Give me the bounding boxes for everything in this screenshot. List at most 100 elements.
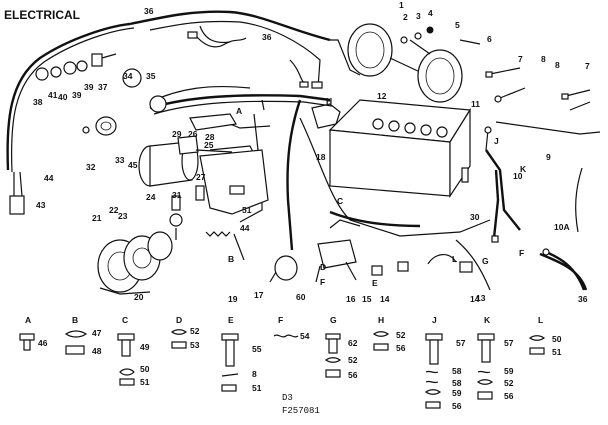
kit-letter: A — [25, 315, 31, 325]
callout: 43 — [36, 200, 46, 210]
headlight-right — [409, 39, 463, 103]
kit-part: 56 — [504, 391, 514, 401]
callout: F — [519, 248, 524, 258]
callout: 24 — [146, 192, 156, 202]
callout: 16 — [346, 294, 356, 304]
callout: 17 — [254, 290, 264, 300]
callout: 38 — [33, 97, 43, 107]
callout: 1 — [399, 0, 404, 10]
callout: 7 — [518, 54, 523, 64]
callout: J — [494, 136, 499, 146]
alternator — [97, 213, 183, 295]
callout: 4 — [428, 8, 433, 18]
callout: 3 — [416, 11, 421, 21]
kit-letter: K — [484, 315, 491, 325]
kit-part: 48 — [92, 346, 102, 356]
ignition-switch — [35, 53, 117, 81]
callout: 36 — [262, 32, 272, 42]
kit-part: 51 — [252, 383, 262, 393]
callout: 25 — [204, 140, 214, 150]
part-number: F257081 — [282, 406, 320, 416]
callout: 23 — [118, 211, 128, 221]
mounting-bolts-right — [485, 67, 591, 111]
callout-labels: 1 2 3 4 5 6 7 7 8 8 9 10 10A 11 12 13 14… — [33, 0, 590, 304]
diagram-title: ELECTRICAL — [4, 8, 80, 22]
regulator-bracket — [189, 113, 269, 223]
callout: 15 — [362, 294, 372, 304]
callout: 27 — [196, 172, 206, 182]
battery-hold-down — [311, 103, 341, 129]
kit-part: 57 — [504, 338, 514, 348]
callout: 5 — [455, 20, 460, 30]
callout: 6 — [487, 34, 492, 44]
callout: 12 — [377, 91, 387, 101]
callout: 14 — [380, 294, 390, 304]
kit-part: 53 — [190, 340, 200, 350]
callout: D — [320, 262, 326, 272]
callout: 34 — [123, 71, 133, 81]
kit-part: 54 — [300, 331, 310, 341]
kit-letter: F — [278, 315, 283, 325]
kit-part: 59 — [504, 366, 514, 376]
callout: 32 — [86, 162, 96, 172]
kit-part: 57 — [456, 338, 466, 348]
callout: B — [228, 254, 234, 264]
callout: 60 — [296, 292, 306, 302]
kit-letter: D — [176, 315, 182, 325]
kit-letter: C — [122, 315, 128, 325]
connectors-lower — [371, 254, 473, 276]
callout: 45 — [128, 160, 138, 170]
callout: 11 — [471, 99, 480, 109]
kit-part: 52 — [504, 378, 514, 388]
kit-part: 62 — [348, 338, 358, 348]
kit-part: 52 — [396, 330, 406, 340]
kit-part: 51 — [552, 347, 562, 357]
battery — [328, 99, 472, 198]
kit-letter: J — [432, 315, 437, 325]
kit-part: 59 — [452, 388, 462, 398]
kit-part: 51 — [140, 377, 150, 387]
callout: 40 — [58, 92, 68, 102]
kit-letter: B — [72, 315, 78, 325]
key-switch — [82, 116, 117, 136]
callout: 29 — [172, 129, 182, 139]
kit-part: 56 — [396, 343, 406, 353]
kit-letter: G — [330, 315, 337, 325]
hardware-kits: A 46 B 47 48 C 49 50 51 D 52 53 E 55 8 5… — [19, 315, 562, 411]
battery-cables — [484, 126, 586, 291]
callout: 44 — [44, 173, 54, 183]
callout: 39 — [72, 90, 82, 100]
kit-part: 46 — [38, 338, 48, 348]
kit-part: 52 — [190, 326, 200, 336]
wiring-harness-upper — [6, 10, 361, 173]
warning-lamp — [9, 171, 25, 215]
relay-assembly — [315, 219, 361, 283]
callout: 14 — [470, 294, 480, 304]
kit-part: 56 — [452, 401, 462, 411]
callout: 2 — [403, 12, 408, 22]
figure-code: D3 — [282, 393, 293, 403]
callout: 13 — [476, 293, 486, 303]
callout: E — [372, 278, 378, 288]
callout: 7 — [585, 61, 590, 71]
callout: 10A — [554, 222, 570, 232]
callout: 19 — [228, 294, 238, 304]
callout: 36 — [578, 294, 588, 304]
callout: 39 — [84, 82, 94, 92]
callout: G — [482, 256, 489, 266]
callout: K — [520, 164, 527, 174]
kit-part: 50 — [140, 364, 150, 374]
starter-motor — [138, 135, 233, 187]
callout: C — [337, 196, 343, 206]
callout: 35 — [146, 71, 156, 81]
kit-letter: H — [378, 315, 384, 325]
callout: 9 — [546, 152, 551, 162]
ground-strap — [539, 252, 588, 291]
callout: 37 — [98, 82, 108, 92]
callout: 21 — [92, 213, 102, 223]
callout: A — [236, 106, 242, 116]
callout: 31 — [172, 190, 182, 200]
callout: 36 — [144, 6, 154, 16]
kit-part: 56 — [348, 370, 358, 380]
